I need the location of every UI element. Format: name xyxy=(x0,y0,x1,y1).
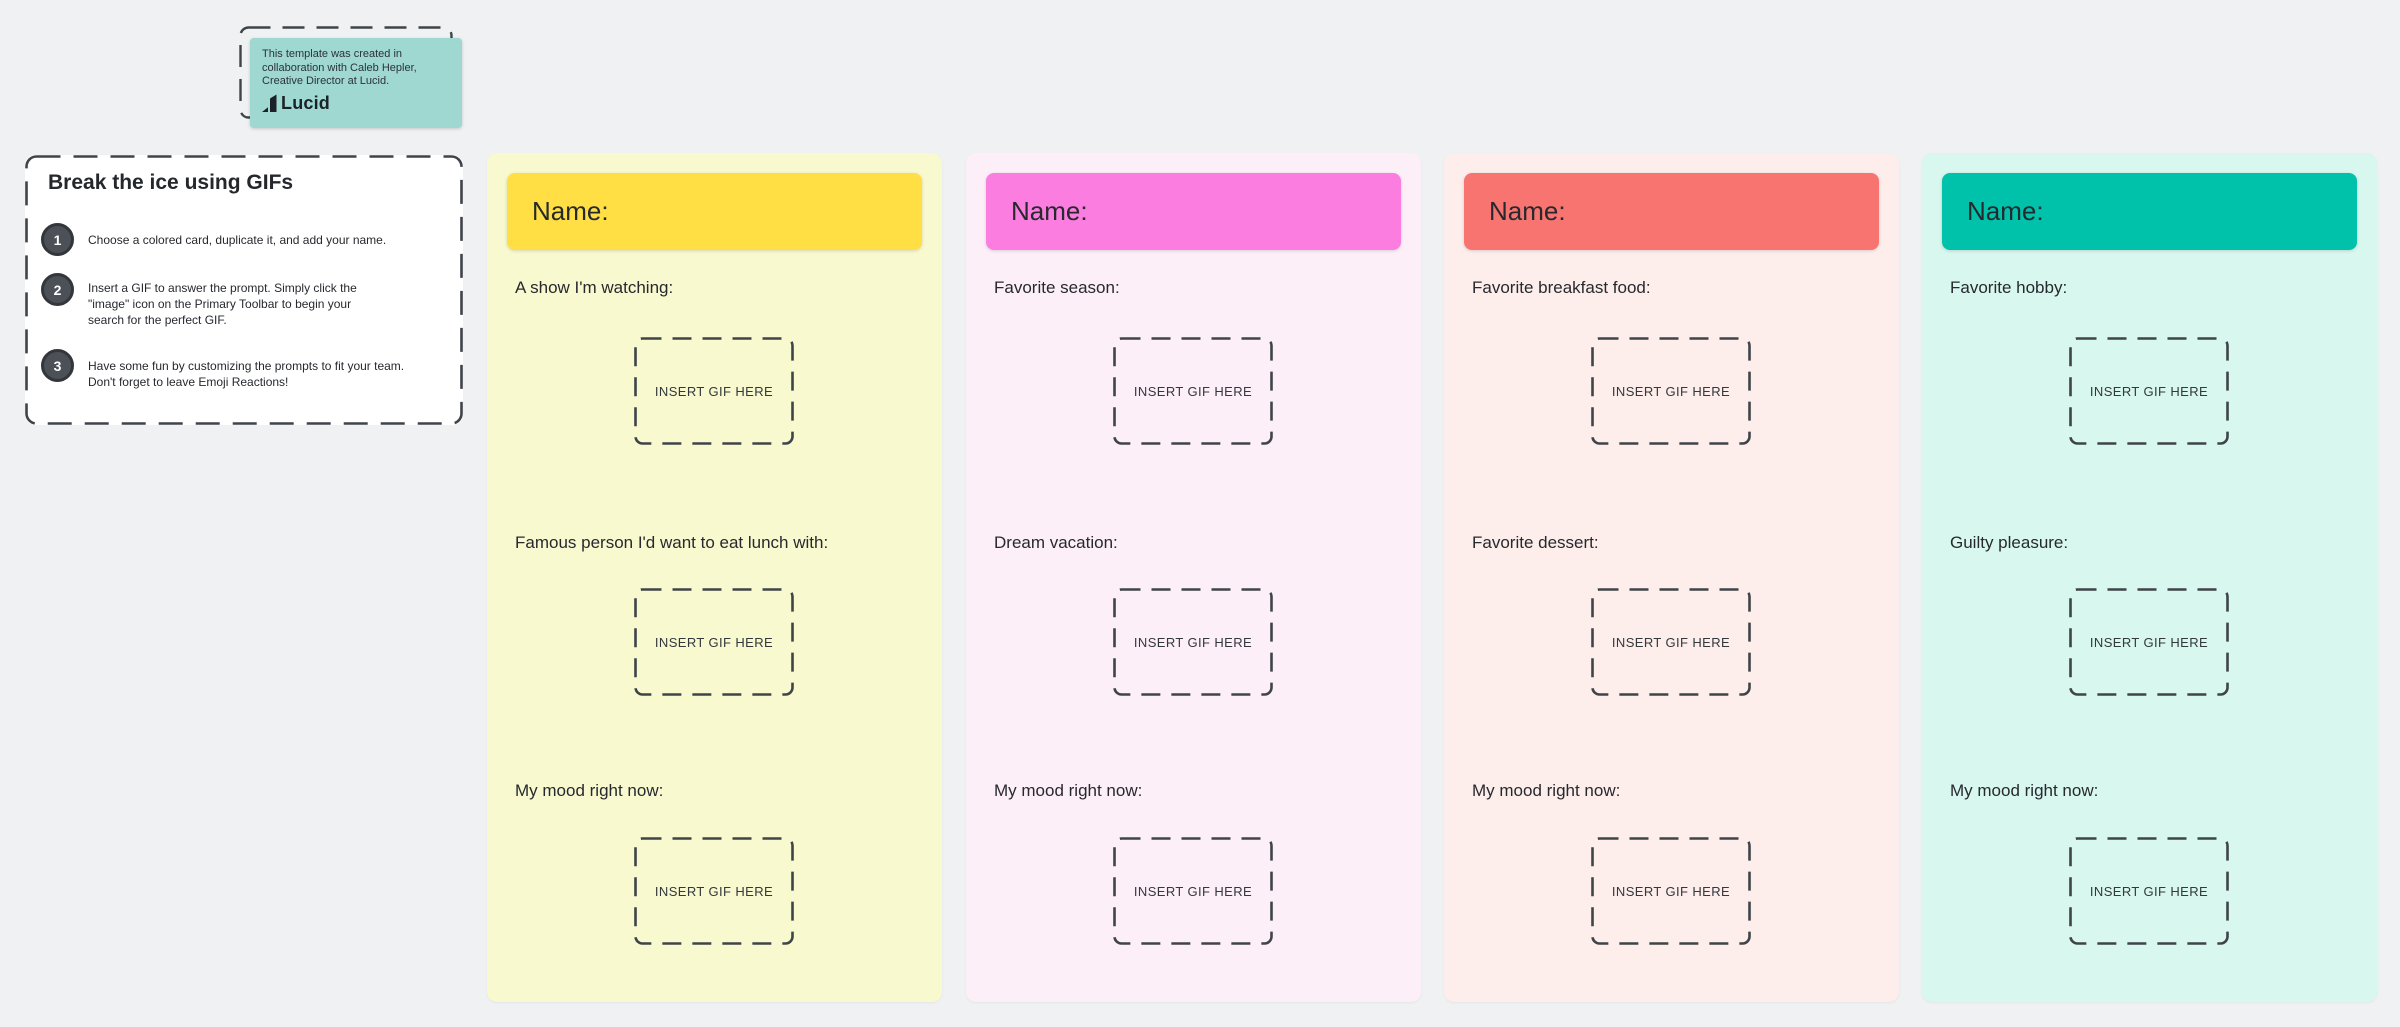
dashed-gif-border xyxy=(634,588,794,696)
prompt-label[interactable]: Famous person I'd want to eat lunch with… xyxy=(515,533,829,552)
prompt-label[interactable]: Favorite hobby: xyxy=(1950,278,2068,297)
prompt-label[interactable]: My mood right now: xyxy=(1472,781,1621,800)
instructions-panel[interactable]: Break the ice using GIFs 1 Choose a colo… xyxy=(25,155,463,425)
gif-placeholder-label: INSERT GIF HERE xyxy=(654,634,774,650)
dashed-gif-border xyxy=(2069,337,2229,445)
gif-card-pink[interactable]: Name: Favorite season: INSERT GIF HERE D… xyxy=(966,153,1421,1002)
step-text: Insert a GIF to answer the prompt. Simpl… xyxy=(88,281,357,327)
gif-placeholder-box[interactable]: INSERT GIF HERE xyxy=(2069,588,2229,696)
gif-placeholder-box[interactable]: INSERT GIF HERE xyxy=(1591,837,1751,945)
dashed-gif-border xyxy=(2069,588,2229,696)
gif-placeholder-box[interactable]: INSERT GIF HERE xyxy=(634,337,794,445)
gif-placeholder-label: INSERT GIF HERE xyxy=(654,883,774,899)
prompt-label[interactable]: Favorite breakfast food: xyxy=(1472,278,1651,297)
prompt-label[interactable]: My mood right now: xyxy=(515,781,664,800)
prompt-label[interactable]: My mood right now: xyxy=(994,781,1143,800)
card-name-header[interactable]: Name: xyxy=(1464,173,1879,250)
dashed-gif-border xyxy=(2069,837,2229,945)
gif-card-yellow[interactable]: Name: A show I'm watching: INSERT GIF HE… xyxy=(487,153,942,1002)
lucid-logo-icon xyxy=(262,94,277,112)
gif-placeholder-label: INSERT GIF HERE xyxy=(654,383,774,399)
gif-placeholder-label: INSERT GIF HERE xyxy=(1133,383,1253,399)
dashed-gif-border xyxy=(1113,337,1273,445)
dashed-gif-border xyxy=(634,337,794,445)
gif-placeholder-label: INSERT GIF HERE xyxy=(1611,383,1731,399)
gif-placeholder-box[interactable]: INSERT GIF HERE xyxy=(1591,337,1751,445)
prompt-label[interactable]: Favorite dessert: xyxy=(1472,533,1599,552)
dashed-gif-border xyxy=(1591,337,1751,445)
dashed-gif-border xyxy=(634,837,794,945)
gif-placeholder-box[interactable]: INSERT GIF HERE xyxy=(2069,837,2229,945)
dashed-gif-border xyxy=(1113,837,1273,945)
step-number-badge: 2 xyxy=(41,273,74,306)
step-number-badge: 3 xyxy=(41,349,74,382)
gif-placeholder-label: INSERT GIF HERE xyxy=(2089,883,2209,899)
gif-card-teal[interactable]: Name: Favorite hobby: INSERT GIF HERE Gu… xyxy=(1922,153,2377,1002)
step-text: Choose a colored card, duplicate it, and… xyxy=(88,233,387,247)
prompt-label[interactable]: A show I'm watching: xyxy=(515,278,674,297)
prompt-label[interactable]: Favorite season: xyxy=(994,278,1120,297)
dashed-panel-border xyxy=(25,155,463,425)
gif-card-red[interactable]: Name: Favorite breakfast food: INSERT GI… xyxy=(1444,153,1899,1002)
step-text: Have some fun by customizing the prompts… xyxy=(88,359,405,389)
dashed-gif-border xyxy=(1591,588,1751,696)
prompt-label[interactable]: Guilty pleasure: xyxy=(1950,533,2069,552)
gif-placeholder-label: INSERT GIF HERE xyxy=(1611,634,1731,650)
lucid-attribution-sticky[interactable]: This template was created in collaborati… xyxy=(250,38,462,128)
card-name-header[interactable]: Name: xyxy=(507,173,922,250)
gif-placeholder-label: INSERT GIF HERE xyxy=(1611,883,1731,899)
card-name-label: Name: xyxy=(1489,196,1566,226)
prompt-label[interactable]: Dream vacation: xyxy=(994,533,1118,552)
card-name-header[interactable]: Name: xyxy=(1942,173,2357,250)
dashed-gif-border xyxy=(1591,837,1751,945)
gif-placeholder-box[interactable]: INSERT GIF HERE xyxy=(634,588,794,696)
gif-placeholder-box[interactable]: INSERT GIF HERE xyxy=(1113,337,1273,445)
prompt-label[interactable]: My mood right now: xyxy=(1950,781,2099,800)
gif-placeholder-label: INSERT GIF HERE xyxy=(2089,383,2209,399)
gif-placeholder-label: INSERT GIF HERE xyxy=(1133,883,1253,899)
card-name-label: Name: xyxy=(532,196,609,226)
gif-placeholder-box[interactable]: INSERT GIF HERE xyxy=(634,837,794,945)
gif-placeholder-box[interactable]: INSERT GIF HERE xyxy=(1591,588,1751,696)
lucid-logo: Lucid xyxy=(262,93,452,114)
card-name-label: Name: xyxy=(1967,196,2044,226)
lucid-attribution-text: This template was created in collaborati… xyxy=(262,48,417,87)
step-number-badge: 1 xyxy=(41,223,74,256)
gif-placeholder-box[interactable]: INSERT GIF HERE xyxy=(2069,337,2229,445)
instructions-title: Break the ice using GIFs xyxy=(48,171,294,194)
gif-placeholder-box[interactable]: INSERT GIF HERE xyxy=(1113,588,1273,696)
dashed-gif-border xyxy=(1113,588,1273,696)
gif-placeholder-label: INSERT GIF HERE xyxy=(2089,634,2209,650)
lucid-logo-text: Lucid xyxy=(281,92,330,113)
gif-placeholder-label: INSERT GIF HERE xyxy=(1133,634,1253,650)
card-name-label: Name: xyxy=(1011,196,1088,226)
gif-placeholder-box[interactable]: INSERT GIF HERE xyxy=(1113,837,1273,945)
card-name-header[interactable]: Name: xyxy=(986,173,1401,250)
